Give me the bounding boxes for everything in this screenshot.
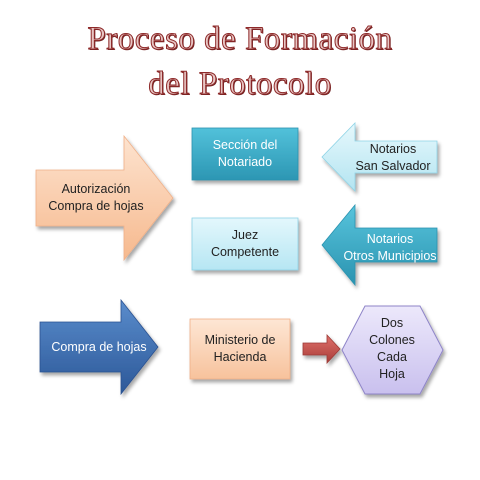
autorizacion-arrow <box>35 134 174 262</box>
juez-competente-box <box>191 217 299 271</box>
autorizacion-label: Autorización Compra de hojas <box>48 182 144 213</box>
seccion-notariado-box <box>191 127 299 181</box>
page-title-line-1: Proceso de Formación <box>87 21 393 58</box>
dos-colones-hexagon <box>341 305 444 395</box>
notarios-san-salvador-label: Notarios San Salvador <box>355 142 431 173</box>
flow-arrow-icon <box>302 333 341 365</box>
seccion-notariado-label: Sección del Notariado <box>212 138 278 169</box>
notarios-san-salvador-arrow <box>321 122 438 192</box>
notarios-otros-municipios-label: Notarios Otros Municipios <box>343 232 437 263</box>
compra-hojas-arrow <box>39 298 159 396</box>
juez-competente-label: Juez Competente <box>210 228 280 259</box>
compra-hojas-label: Compra de hojas <box>51 340 147 354</box>
ministerio-hacienda-box <box>189 318 291 380</box>
dos-colones-label: Dos Colones Cada Hoja <box>369 316 415 381</box>
notarios-otros-municipios-arrow <box>321 203 438 287</box>
page-title-line-2: del Protocolo <box>148 66 332 103</box>
ministerio-hacienda-label: Ministerio de Hacienda <box>204 333 276 364</box>
